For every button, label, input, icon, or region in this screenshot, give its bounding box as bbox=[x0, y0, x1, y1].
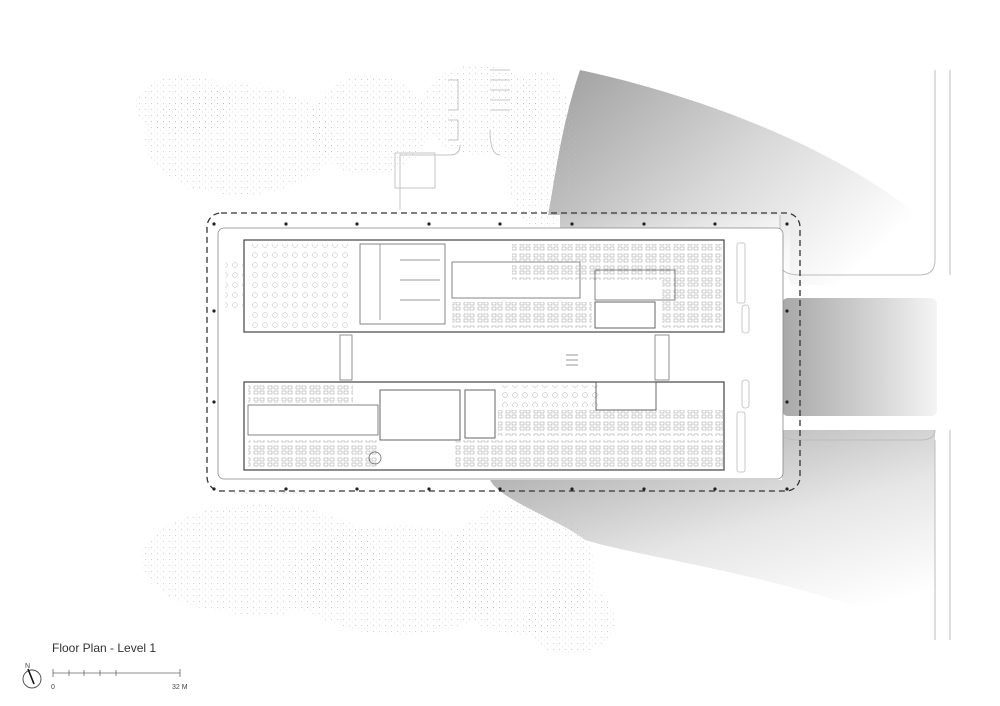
drawing-title: Floor Plan - Level 1 bbox=[52, 641, 157, 655]
south-wing bbox=[234, 381, 725, 494]
structural-columns bbox=[212, 222, 789, 491]
east-planters bbox=[736, 242, 750, 473]
scale-end-label: 32 M bbox=[172, 684, 188, 691]
scale-bar bbox=[52, 669, 181, 677]
landscape-trees-north bbox=[135, 65, 575, 230]
north-label: N bbox=[25, 663, 31, 670]
courtyard-links bbox=[339, 334, 670, 381]
landscape-trees-south bbox=[140, 505, 615, 655]
north-parking bbox=[394, 69, 510, 210]
scale-start-label: 0 bbox=[51, 684, 55, 691]
north-arrow-icon bbox=[22, 668, 42, 689]
north-wing bbox=[225, 239, 725, 333]
dashed-boundary bbox=[206, 212, 801, 492]
